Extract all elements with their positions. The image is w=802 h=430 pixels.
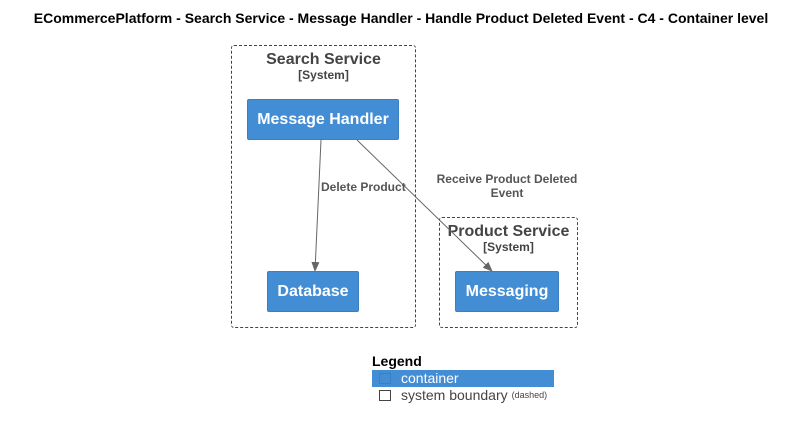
edge-label-line: Receive Product Deleted [436, 172, 578, 186]
boundary-type: [System] [298, 68, 349, 82]
database-container[interactable]: Database [267, 271, 359, 312]
edge-label-line: Event [490, 186, 524, 200]
legend-title: Legend [372, 353, 422, 369]
legend-container-row: container [372, 370, 554, 387]
product-service-boundary: Product Service [System] [439, 217, 578, 328]
diagram-title: ECommercePlatform - Search Service - Mes… [33, 10, 769, 26]
search-service-boundary: Search Service [System] [231, 45, 416, 328]
legend-boundary-note: (dashed) [511, 390, 548, 400]
message-handler-container[interactable]: Message Handler [247, 99, 399, 140]
edge-label-delete-product: Delete Product [321, 180, 406, 194]
boundary-name: Search Service [266, 51, 381, 68]
legend-boundary-row: system boundary (dashed) [372, 387, 554, 404]
edge-receive-product-deleted [356, 139, 493, 272]
legend-container-label: container [401, 370, 459, 386]
container-swatch-icon [379, 373, 391, 384]
messaging-container[interactable]: Messaging [455, 271, 559, 312]
legend-boundary-label: system boundary [401, 387, 508, 403]
edge-delete-product [311, 139, 322, 272]
boundary-name: Product Service [447, 223, 570, 240]
edge-label-receive-product-deleted: Receive Product Deleted Event [432, 172, 582, 200]
boundary-type: [System] [483, 240, 534, 254]
boundary-swatch-icon [379, 390, 391, 401]
